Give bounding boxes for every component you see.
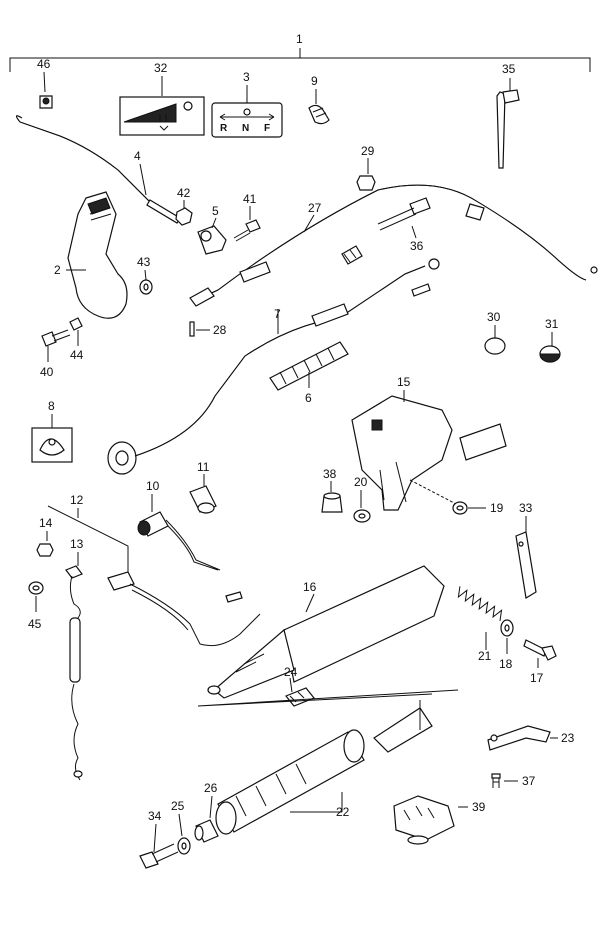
callout-7: 7 (274, 307, 281, 321)
callout-21: 21 (478, 649, 492, 663)
callout-13: 13 (70, 537, 84, 551)
part-24-clip (285, 687, 315, 707)
part-41-screw (233, 219, 261, 242)
callout-45: 45 (28, 617, 42, 631)
part-46-clip (39, 95, 53, 109)
callout-20: 20 (354, 475, 368, 489)
part-2-lever (67, 191, 128, 319)
part-19-washer (452, 501, 468, 515)
part-45-washer (28, 581, 44, 595)
callout-6: 6 (305, 391, 312, 405)
callout-29: 29 (361, 144, 375, 158)
callout-36: 36 (410, 239, 424, 253)
callout-38: 38 (323, 467, 337, 481)
part-35-tool (496, 89, 520, 169)
part-34-bolt (139, 843, 179, 869)
callout-1: 1 (296, 32, 303, 46)
callout-10: 10 (146, 479, 160, 493)
part-40-bolt (41, 329, 71, 347)
part-7-wiring (107, 258, 440, 475)
callout-43: 43 (137, 255, 151, 269)
callout-32: 32 (154, 61, 168, 75)
callout-22: 22 (336, 805, 350, 819)
part-42-nut (175, 207, 193, 226)
callout-17: 17 (530, 671, 544, 685)
part-44-bushing (69, 317, 83, 331)
part-28-pin (189, 321, 195, 337)
part-13-lanyard (65, 565, 83, 781)
part-31-plug (539, 345, 561, 363)
callout-25: 25 (171, 799, 185, 813)
part-36-spring (341, 197, 431, 265)
part-38-bushing (321, 492, 343, 513)
part-15-bracket (351, 395, 507, 511)
part-17-bolt (523, 639, 557, 661)
callout-14: 14 (39, 516, 53, 530)
callout-31: 31 (545, 317, 559, 331)
callout-8: 8 (48, 399, 55, 413)
callout-5: 5 (212, 204, 219, 218)
callout-3: 3 (243, 70, 250, 84)
part-12-cord (47, 505, 261, 647)
assembly-bracket (9, 48, 591, 72)
callout-35: 35 (502, 62, 516, 76)
part-25-washer (177, 837, 191, 855)
part-4-rod (16, 115, 181, 224)
callout-34: 34 (148, 809, 162, 823)
part-39-block (393, 795, 455, 845)
callout-23: 23 (561, 731, 575, 745)
callout-30: 30 (487, 310, 501, 324)
callout-9: 9 (311, 74, 318, 88)
part-10-switch (137, 511, 221, 571)
part-22-grip (215, 707, 433, 835)
callout-24: 24 (284, 665, 298, 679)
part-14-nut (36, 543, 54, 557)
callout-26: 26 (204, 781, 218, 795)
callout-4: 4 (134, 149, 141, 163)
part-33-plate (515, 531, 537, 599)
callout-44: 44 (70, 348, 84, 362)
callout-11: 11 (197, 460, 210, 474)
callout-39: 39 (472, 800, 486, 814)
callout-18: 18 (499, 657, 513, 671)
part-8-decal (31, 427, 73, 463)
part-21-spring (457, 586, 503, 622)
part-6-cover (269, 341, 349, 391)
section-line (197, 689, 459, 707)
shift-label-r: R (220, 123, 228, 134)
shift-label-n: N (242, 123, 249, 134)
part-5-joint (197, 225, 227, 255)
callout-40: 40 (40, 365, 54, 379)
part-20-washer (353, 509, 371, 523)
part-37-screw (491, 773, 501, 788)
callout-15: 15 (397, 375, 411, 389)
callout-42: 42 (177, 186, 191, 200)
part-23-bracket (487, 725, 551, 751)
callout-33: 33 (519, 501, 533, 515)
part-27-cable (189, 184, 598, 307)
callout-19: 19 (490, 501, 504, 515)
part-9-grommet (308, 104, 330, 125)
callout-28: 28 (213, 323, 227, 337)
callout-2: 2 (54, 263, 61, 277)
part-3-shift-decal: R N F (211, 102, 283, 138)
callout-41: 41 (243, 192, 257, 206)
callout-46: 46 (37, 57, 51, 71)
part-30-plug (484, 337, 506, 355)
shift-label-f: F (264, 123, 270, 134)
part-11-sleeve (189, 485, 217, 514)
part-18-washer (500, 619, 514, 637)
callout-16: 16 (303, 580, 317, 594)
part-29-nut (356, 175, 376, 191)
callout-12: 12 (70, 493, 84, 507)
part-32-decal (119, 96, 205, 136)
callout-37: 37 (522, 774, 536, 788)
part-26-bushing (194, 819, 219, 843)
part-16-tiller-arm (207, 565, 445, 699)
callout-27: 27 (308, 201, 322, 215)
part-43-washer (139, 279, 153, 295)
